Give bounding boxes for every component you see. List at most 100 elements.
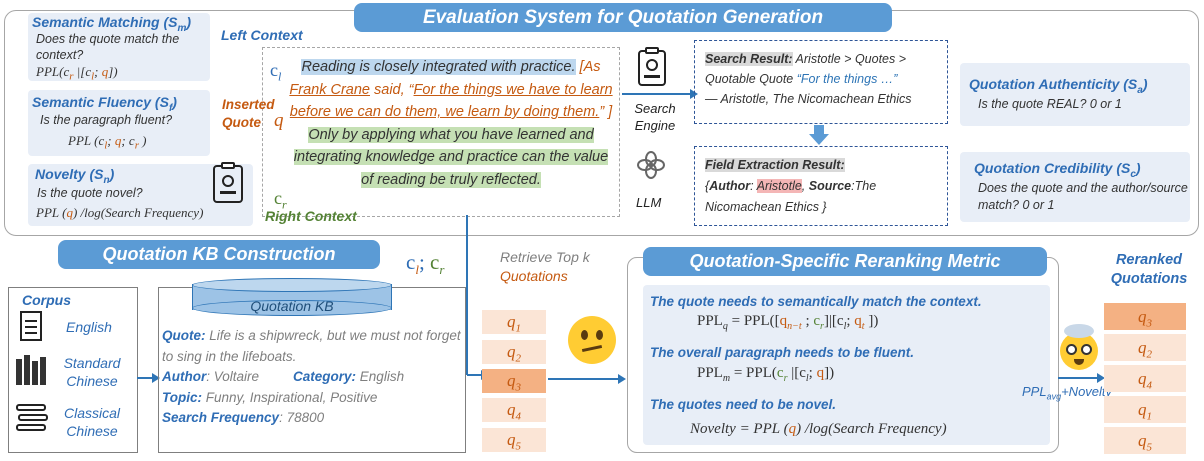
corpus-to-kb-arrow [137,373,160,383]
left-context-text: Reading is closely integrated with pract… [301,59,576,75]
search-result-quote: “For the things …” [796,72,898,86]
rerank-rule-1: The quote needs to semantically match th… [650,294,982,309]
novelty-title: Novelty (Sn) [35,166,115,186]
reranked-q4: q4 [1104,365,1186,392]
semantic-fluency-formula: PPL (cl; q; cr ) [68,133,147,152]
down-arrow [809,125,829,145]
kb-topic-val: Funny, Inspirational, Positive [202,389,378,405]
retrieve-context-label: cl; cr [406,250,445,278]
novelty-panel [28,164,253,226]
semantic-matching-text: Does the quote match the context? [36,32,180,62]
retrieved-q4: q4 [482,398,546,422]
semantic-fluency-text: Is the paragraph fluent? [40,113,173,127]
llm-label: LLM [636,195,662,210]
retrieved-q3: q3 [482,369,546,393]
context-box [262,47,620,217]
field-author-val: Aristotle [756,179,802,193]
kb-category-key: Category: [293,369,357,384]
rerank-rule-2: The overall paragraph needs to be fluent… [650,345,915,360]
search-engine-icon [213,162,243,203]
combine-label: PPLavg+Novelty [1022,384,1113,402]
rerank-formula-2: PPLm = PPL(cr |[cl; q]) [697,365,835,384]
novelty-formula: PPL (q) /log(Search Frequency) [36,205,204,220]
field-result-label: Field Extraction Result: [705,158,845,172]
authenticity-title: Quotation Authenticity (Sa) [969,76,1148,96]
corpus-standard-chinese: Standard Chinese [63,355,121,389]
rerank-title: Quotation-Specific Reranking Metric [643,247,1047,276]
evaluation-title: Evaluation System for Quotation Generati… [354,3,892,32]
right-context-text: Only by applying what you have learned a… [293,126,609,188]
semantic-fluency-panel [28,90,210,156]
reranked-q2: q2 [1104,334,1186,361]
kb-db-label: Quotation KB [250,298,334,314]
inserted-quote-label: Inserted Quote [222,97,275,130]
corpus-box [8,287,138,453]
kb-topic-key: Topic: [162,389,202,405]
retrieve-label-2: Quotations [500,268,568,284]
quote-prefix: [As [579,59,601,75]
confused-face-icon [568,316,616,364]
cr-symbol: cr [274,188,287,212]
mind-blown-face-icon [1060,324,1098,370]
rerank-to-output-arrow [1058,373,1105,383]
quote-author: Frank Crane [289,81,370,98]
cl-symbol: cl [270,60,282,84]
corpus-label: Corpus [22,292,71,308]
retrieved-q5: q5 [482,428,546,452]
search-arrow [622,89,698,99]
rerank-formula-3: Novelty = PPL (q) /log(Search Frequency) [690,421,947,437]
quote-said: said, “ [369,81,414,98]
semantic-matching-title: Semantic Matching (Sm) [32,14,192,34]
field-extraction-box: Field Extraction Result: {Author: Aristo… [694,146,948,226]
authenticity-panel [960,63,1190,126]
kb-quote-val: Life is a shipwreck, but we must not for… [162,328,461,364]
search-icon [638,47,666,86]
q-symbol: q [274,110,284,131]
novelty-text: Is the quote novel? [37,186,143,200]
rerank-formula-1: PPLq = PPL([qn−t ; cr]|[cl; qt ]) [697,313,879,332]
search-engine-label: Search Engine [634,101,676,133]
left-context-label: Left Context [221,27,303,43]
rerank-rule-3: The quotes need to be novel. [650,397,837,412]
right-context-label: Right Context [265,208,357,224]
rerank-panel [643,285,1050,445]
reranked-q5: q5 [1104,427,1186,454]
credibility-text: Does the quote and the author/source mat… [978,181,1188,212]
context-paragraph: Reading is closely integrated with pract… [286,56,616,191]
kb-category-val: English [356,369,405,384]
field-source-key: Source [808,179,852,193]
retrieved-q2: q2 [482,340,546,364]
corpus-english: English [66,319,112,335]
kb-quote-key: Quote: [162,328,206,343]
search-result-box: Search Result: Aristotle > Quotes > Quot… [694,40,948,124]
retrieved-q1: q1 [482,310,546,334]
database-icon [192,278,392,316]
quote-suffix: ” ] [599,104,613,120]
llm-icon [636,150,666,180]
credibility-panel [960,152,1190,222]
kb-entry: Quote: Life is a shipwreck, but we must … [162,326,462,429]
semantic-matching-formula: PPL(cr |[cl; q]) [36,64,118,83]
stack-books-icon [16,404,48,434]
quote-text: For the things we have to learn before w… [289,81,613,121]
search-result-attribution: — Aristotle, The Nicomachean Ethics [705,92,912,106]
reranked-q3: q3 [1104,303,1186,330]
credibility-title: Quotation Credibility (Sc) [974,160,1141,180]
books-icon [16,355,48,385]
semantic-fluency-title: Semantic Fluency (Sf) [32,94,177,114]
retrieve-to-rerank-arrow [548,374,626,384]
field-source-val: The Nicomachean Ethics [705,179,877,214]
authenticity-text: Is the quote REAL? 0 or 1 [978,97,1122,111]
search-result-text: Aristotle > Quotes > Quotable Quote [705,52,907,86]
field-author-key: Author [709,179,751,193]
document-icon [20,311,42,341]
kb-author-key: Author [162,369,207,384]
search-result-label: Search Result: [705,52,793,66]
reranked-q1: q1 [1104,396,1186,423]
kb-author-val: : Voltaire [206,369,260,384]
kb-freq-val: : 78800 [279,410,325,425]
retrieve-label-1: Retrieve Top k [500,249,590,265]
corpus-classical-chinese: Classical Chinese [63,405,120,439]
kb-title: Quotation KB Construction [58,240,380,269]
